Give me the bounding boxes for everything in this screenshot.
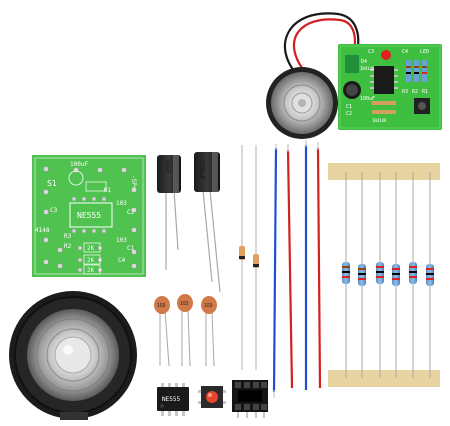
ceramic-capacitor-2: 103	[177, 294, 193, 367]
electrolytic-capacitor-large: 100uF	[194, 152, 221, 293]
assembled-module: C3 C4 LED D4 IN4148 R3 R2 R1 100uF C1 C2…	[266, 12, 442, 139]
pcb-label-sp: -SP+	[130, 175, 137, 190]
cap-label-10uf: 10uF	[164, 160, 170, 174]
pcb-label-r3: R3	[64, 233, 72, 240]
module-label-c3: C3	[368, 49, 374, 55]
module-label-r3: R3	[402, 89, 408, 95]
pcb-label-c4: C4	[118, 257, 126, 264]
wire-blue-1	[272, 147, 278, 393]
ic-socket	[232, 380, 268, 418]
resistor-tape-top	[328, 163, 440, 180]
module-label-r2: R2	[412, 89, 418, 95]
pcb-label-103-a: 103	[116, 200, 127, 207]
ceramic-capacitor-1: 103	[154, 296, 170, 367]
module-label-in4148-a: IN4148	[360, 66, 375, 71]
module-ic	[374, 66, 394, 94]
module-label-c2: C2	[346, 111, 352, 117]
module-speaker	[266, 67, 338, 139]
pcb-label-103-b: 103	[116, 237, 127, 244]
module-connector	[345, 55, 359, 73]
module-label-led: LED	[420, 49, 429, 55]
pcb-label-100uf: 100uF	[70, 161, 88, 168]
module-label-c1: C1	[346, 104, 352, 110]
diode-1	[239, 145, 245, 370]
wire-red-2	[316, 147, 322, 389]
ceramic-label-1: 103	[157, 303, 166, 309]
pcb-label-2k-b: 2K	[87, 257, 95, 264]
ne555-ic: NE555	[157, 383, 189, 416]
pcb-label-2k-a: 2K	[87, 245, 95, 252]
ceramic-capacitor-3: 103	[201, 296, 217, 367]
resistor-tape-bottom	[328, 370, 440, 387]
resistor-bodies	[342, 262, 434, 286]
pcb-label-ne555: NE555	[77, 211, 101, 220]
pcb-label-s1: S1	[47, 179, 57, 188]
ceramic-label-2: 103	[180, 301, 189, 307]
wire-red-1	[286, 149, 294, 389]
resistor-bands	[342, 266, 434, 280]
module-wire-red	[292, 18, 356, 73]
ic-label: NE555	[162, 396, 180, 403]
hookup-wires	[272, 140, 322, 398]
pcb-label-c2: C2	[127, 209, 135, 216]
pcb-label-r2: R2	[64, 243, 72, 250]
module-label-in4148-b: IN4148	[372, 118, 387, 123]
module-label-r1: R1	[422, 89, 428, 95]
push-button	[198, 386, 226, 408]
cap-label-100uf: 100uF	[198, 160, 205, 180]
module-led	[381, 50, 391, 60]
bare-pcb-ic-outline	[69, 202, 113, 228]
ceramic-label-3: 103	[204, 303, 213, 309]
module-label-100uf: 100uF	[360, 96, 375, 102]
electrolytic-capacitor-small: 10uF	[157, 155, 181, 270]
pcb-label-2k-c: 2K	[87, 267, 95, 274]
pcb-label-c1: C1	[127, 245, 135, 252]
bare-pcb-board	[32, 155, 146, 277]
pcb-label-c3: C3	[50, 207, 58, 214]
speaker	[9, 291, 137, 420]
diode-2	[253, 145, 259, 370]
module-resistors	[406, 60, 427, 82]
resistor-strip	[328, 163, 440, 387]
pcb-label-r1: R1	[104, 187, 112, 194]
module-label-d4: D4	[361, 59, 367, 65]
module-wire-black	[283, 12, 360, 79]
module-label-c4: C4	[402, 49, 408, 55]
bare-pcb: 100uF S1 -SP+ NE555 103 C2 103 C1 C3 R1 …	[32, 155, 146, 277]
pcb-label-4148: 4148	[35, 227, 50, 234]
